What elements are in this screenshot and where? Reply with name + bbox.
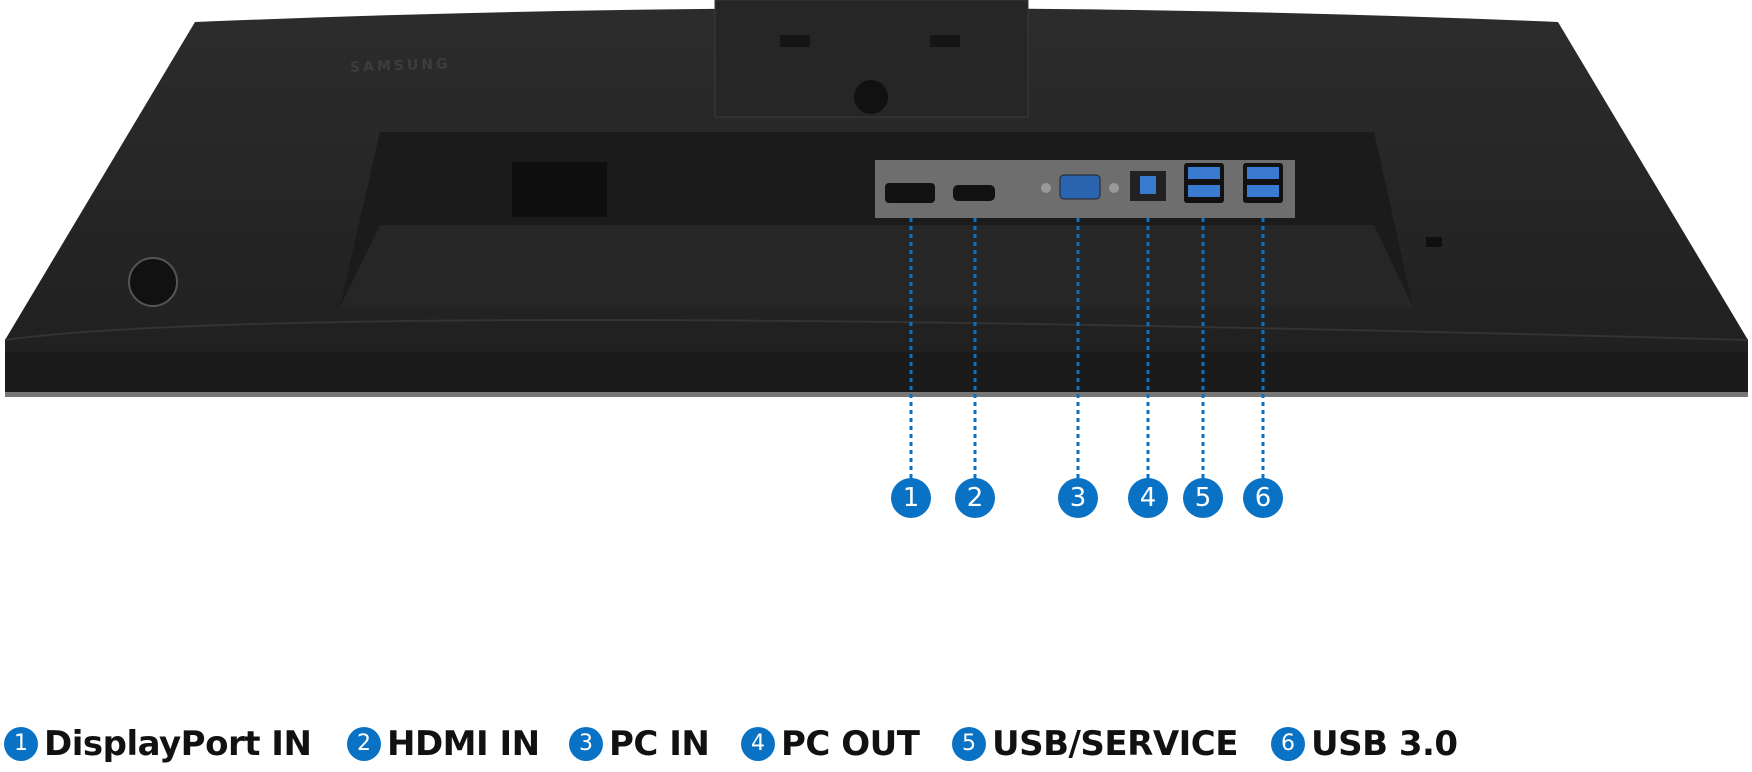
joystick-button <box>128 257 178 307</box>
power-socket <box>512 162 607 217</box>
legend-label: DisplayPort IN <box>44 724 312 764</box>
legend-number: 4 <box>741 727 775 761</box>
callout-1: 1 <box>891 478 931 518</box>
callout-4: 4 <box>1128 478 1168 518</box>
callout-6: 6 <box>1243 478 1283 518</box>
vga-port <box>1059 174 1101 200</box>
stand-screw-hole <box>854 80 888 114</box>
hdmi-port <box>953 185 995 201</box>
callout-5: 5 <box>1183 478 1223 518</box>
callout-3: 3 <box>1058 478 1098 518</box>
legend-number: 5 <box>952 727 986 761</box>
callout-2: 2 <box>955 478 995 518</box>
legend-number: 3 <box>569 727 603 761</box>
legend-number: 1 <box>4 727 38 761</box>
displayport-port <box>885 183 935 203</box>
monitor-bezel-edge <box>5 352 1748 396</box>
legend-number: 6 <box>1271 727 1305 761</box>
legend-number: 2 <box>347 727 381 761</box>
callout-leaders <box>909 218 1265 480</box>
legend-label: HDMI IN <box>387 724 540 764</box>
legend-label: USB/SERVICE <box>992 724 1238 764</box>
legend-label: USB 3.0 <box>1311 724 1458 764</box>
kensington-lock <box>1426 237 1442 247</box>
bezel-highlight <box>5 392 1748 397</box>
legend-label: PC OUT <box>781 724 920 764</box>
legend-label: PC IN <box>609 724 710 764</box>
